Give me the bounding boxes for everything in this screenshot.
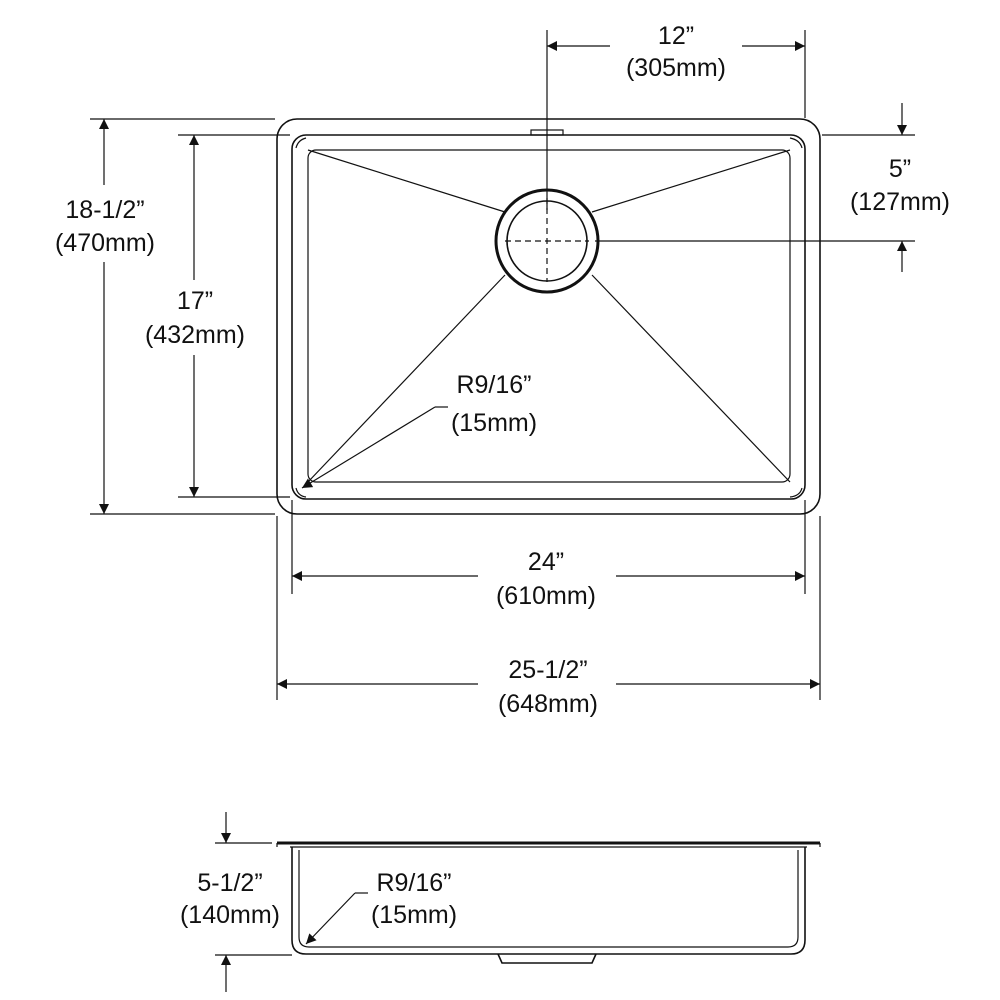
bowl-profile-inner: [298, 850, 799, 948]
outer-depth-imperial: 18-1/2”: [65, 196, 144, 224]
outer-width-metric: (648mm): [498, 690, 598, 718]
corner-radius-top-metric: (15mm): [451, 409, 537, 437]
sink-bowl-floor: [307, 149, 791, 483]
drain-offset-imperial: 5”: [889, 155, 911, 183]
inner-width-metric: (610mm): [496, 582, 596, 610]
bowl-depth-metric: (140mm): [180, 901, 280, 929]
dimension-bowl-depth: 5-1/2” (140mm): [180, 812, 292, 992]
dimension-outer-width: 25-1/2” (648mm): [276, 516, 821, 718]
dimension-drain-offset: 5” (127mm): [595, 103, 950, 272]
dimension-center-offset: 12” (305mm): [546, 22, 806, 210]
corner-radius-side-imperial: R9/16”: [376, 869, 451, 897]
drain-stub: [497, 953, 597, 964]
center-offset-imperial: 12”: [658, 22, 694, 50]
dimension-inner-depth: 17” (432mm): [145, 134, 290, 498]
callout-corner-radius-side: R9/16” (15mm): [305, 869, 457, 945]
sink-outer-rim: [276, 118, 821, 515]
outer-width-imperial: 25-1/2”: [508, 656, 587, 684]
corner-radius-top-imperial: R9/16”: [456, 371, 531, 399]
top-view: [276, 118, 821, 515]
callout-corner-radius-top: R9/16” (15mm): [301, 371, 537, 489]
inner-width-imperial: 24”: [528, 548, 564, 576]
side-view: [276, 841, 821, 964]
bowl-profile-outer: [291, 847, 806, 955]
outer-depth-metric: (470mm): [55, 229, 155, 257]
inner-depth-imperial: 17”: [177, 287, 213, 315]
inner-depth-metric: (432mm): [145, 321, 245, 349]
corner-radius-side-metric: (15mm): [371, 901, 457, 929]
dimension-inner-width: 24” (610mm): [291, 500, 806, 610]
center-offset-metric: (305mm): [626, 54, 726, 82]
dimension-outer-depth: 18-1/2” (470mm): [55, 118, 275, 515]
bowl-depth-imperial: 5-1/2”: [197, 869, 262, 897]
drain-offset-metric: (127mm): [850, 188, 950, 216]
